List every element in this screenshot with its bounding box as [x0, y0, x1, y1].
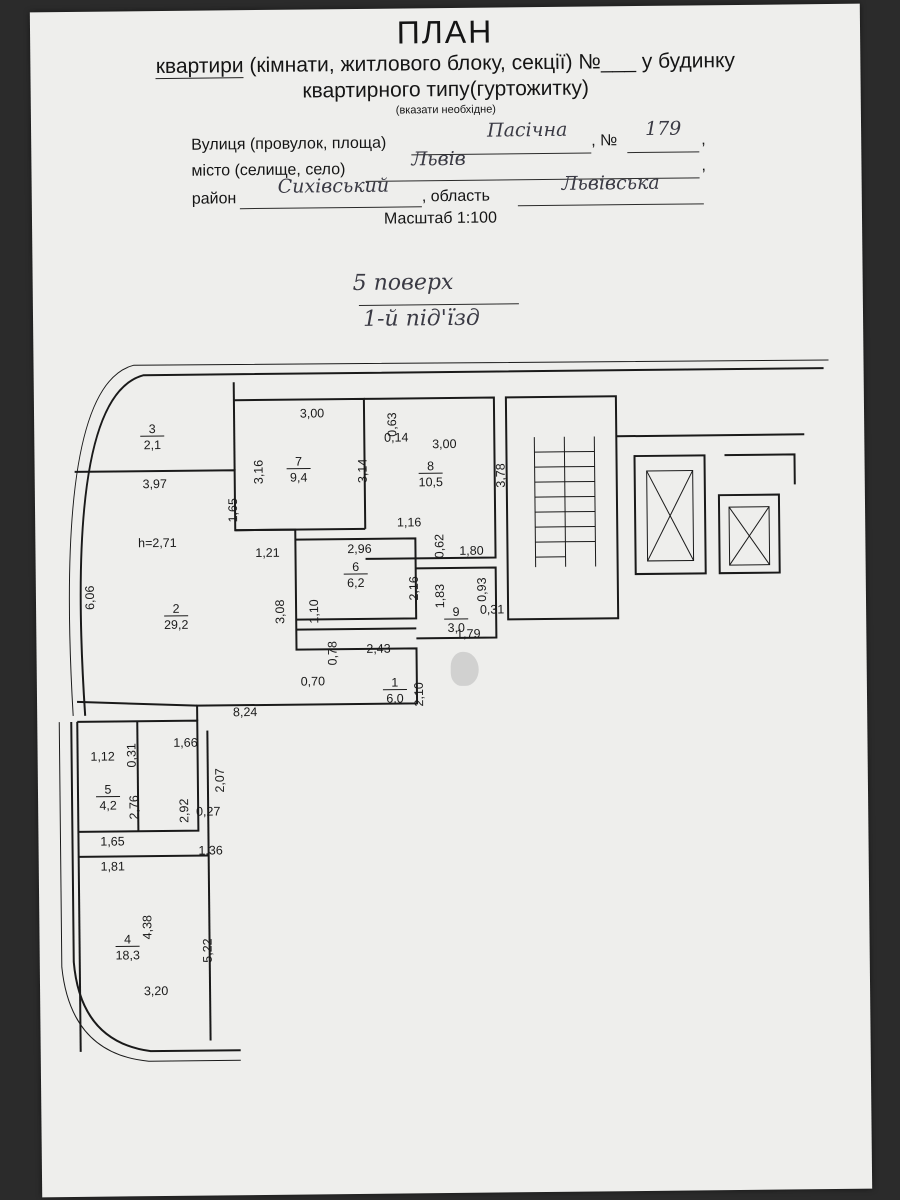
room-number: 5: [104, 783, 111, 797]
dimension-label: 2,92: [177, 799, 191, 824]
apartment-word: квартири: [155, 54, 244, 80]
dimension-label: 1,65: [100, 834, 125, 848]
dimension-label: 3,78: [494, 463, 508, 488]
dimension-label: 4,38: [140, 915, 154, 940]
stain-mark: [450, 651, 479, 687]
scale-label: Масштаб 1:100: [383, 209, 498, 228]
street-value: Пасічна: [486, 118, 568, 142]
room-area: 29,2: [164, 618, 189, 632]
district-value: Сихівський: [277, 174, 390, 198]
room-area: 9,4: [290, 470, 308, 484]
dimension-label: 1,83: [433, 584, 447, 609]
floor-label: 5 поверх: [352, 269, 454, 297]
dimension-label: 1,79: [456, 627, 481, 641]
dimension-label: 0,14: [384, 430, 409, 444]
room-area: 4,2: [99, 799, 117, 813]
dimension-label: 3,16: [252, 460, 266, 485]
dimension-label: 0,78: [325, 641, 339, 666]
dimension-label: 1,80: [459, 544, 484, 558]
room-number: 3: [149, 422, 156, 436]
header-line-1-rest: (кімнати, житлового блоку, секції) №___ …: [249, 48, 736, 78]
dimension-label: 1,12: [90, 750, 115, 764]
room-number: 7: [295, 455, 302, 469]
entrance-label: 1-й під'їзд: [362, 305, 480, 332]
room-area: 6,2: [347, 576, 365, 590]
room-area: 6,0: [386, 692, 404, 706]
room-number: 1: [391, 676, 398, 690]
number-label: , №: [591, 132, 618, 150]
dimension-label: 2,43: [366, 642, 391, 656]
dimension-label: 2,16: [407, 576, 421, 601]
dimension-label: 3,00: [300, 406, 325, 420]
dimension-label: 0,27: [196, 804, 221, 818]
dimension-label: 1,81: [101, 859, 126, 873]
dimension-label: 3,14: [356, 459, 370, 484]
dimension-label: 0,70: [301, 674, 326, 688]
dimension-label: 1,16: [397, 515, 422, 529]
dimension-label: 0,31: [124, 743, 138, 768]
region-value: Львівська: [561, 171, 660, 195]
city-value: Львів: [411, 147, 466, 171]
room-number: 9: [453, 605, 460, 619]
floor-plan-drawing: 1 6,0 2 29,2 3 2,1 4 18,3 5 4,2 6 6,2 79,4 8 10,5 9 3,0 h…: [58, 359, 829, 1062]
dimension-label: 0,93: [475, 577, 489, 602]
region-label: , область: [421, 187, 490, 206]
dimension-label: 3,97: [143, 477, 168, 491]
dimension-label: 0,31: [480, 602, 505, 616]
room-number: 6: [352, 560, 359, 574]
plan-document: ПЛАН квартири (кімнати, житлового блоку,…: [29, 3, 873, 1198]
dimension-label: 3,00: [432, 437, 457, 451]
street-label: Вулиця (провулок, площа): [191, 134, 387, 154]
dimension-label: 3,08: [273, 600, 287, 625]
dimension-label: 6,06: [83, 586, 97, 611]
dimension-label: 8,24: [233, 705, 258, 719]
district-label: район: [191, 190, 237, 208]
dimension-label: 5,22: [201, 938, 215, 963]
dimension-label: 1,10: [307, 599, 321, 624]
dimension-label: 0,63: [385, 412, 399, 437]
dimension-label: 2,07: [213, 768, 227, 793]
dimension-label: 1,21: [255, 546, 280, 560]
dimension-label: 2,96: [347, 542, 372, 556]
dimension-label: 1,65: [226, 498, 240, 523]
room-number: 2: [173, 602, 180, 616]
room-number: 8: [427, 459, 434, 473]
ceiling-height: h=2,71: [138, 536, 177, 550]
dimension-label: 2,76: [127, 795, 141, 820]
house-number-value: 179: [644, 117, 682, 140]
room-number: 4: [124, 932, 131, 946]
dimension-label: 2,10: [412, 682, 426, 707]
dimension-label: 1,36: [198, 843, 223, 857]
room-area: 3,0: [448, 621, 466, 635]
dimension-label: 1,66: [173, 736, 198, 750]
room-area: 10,5: [419, 475, 444, 489]
dimension-label: 3,20: [144, 984, 169, 998]
room-area: 18,3: [115, 948, 140, 962]
room-area: 2,1: [144, 438, 162, 452]
dimension-label: 0,62: [432, 534, 446, 559]
